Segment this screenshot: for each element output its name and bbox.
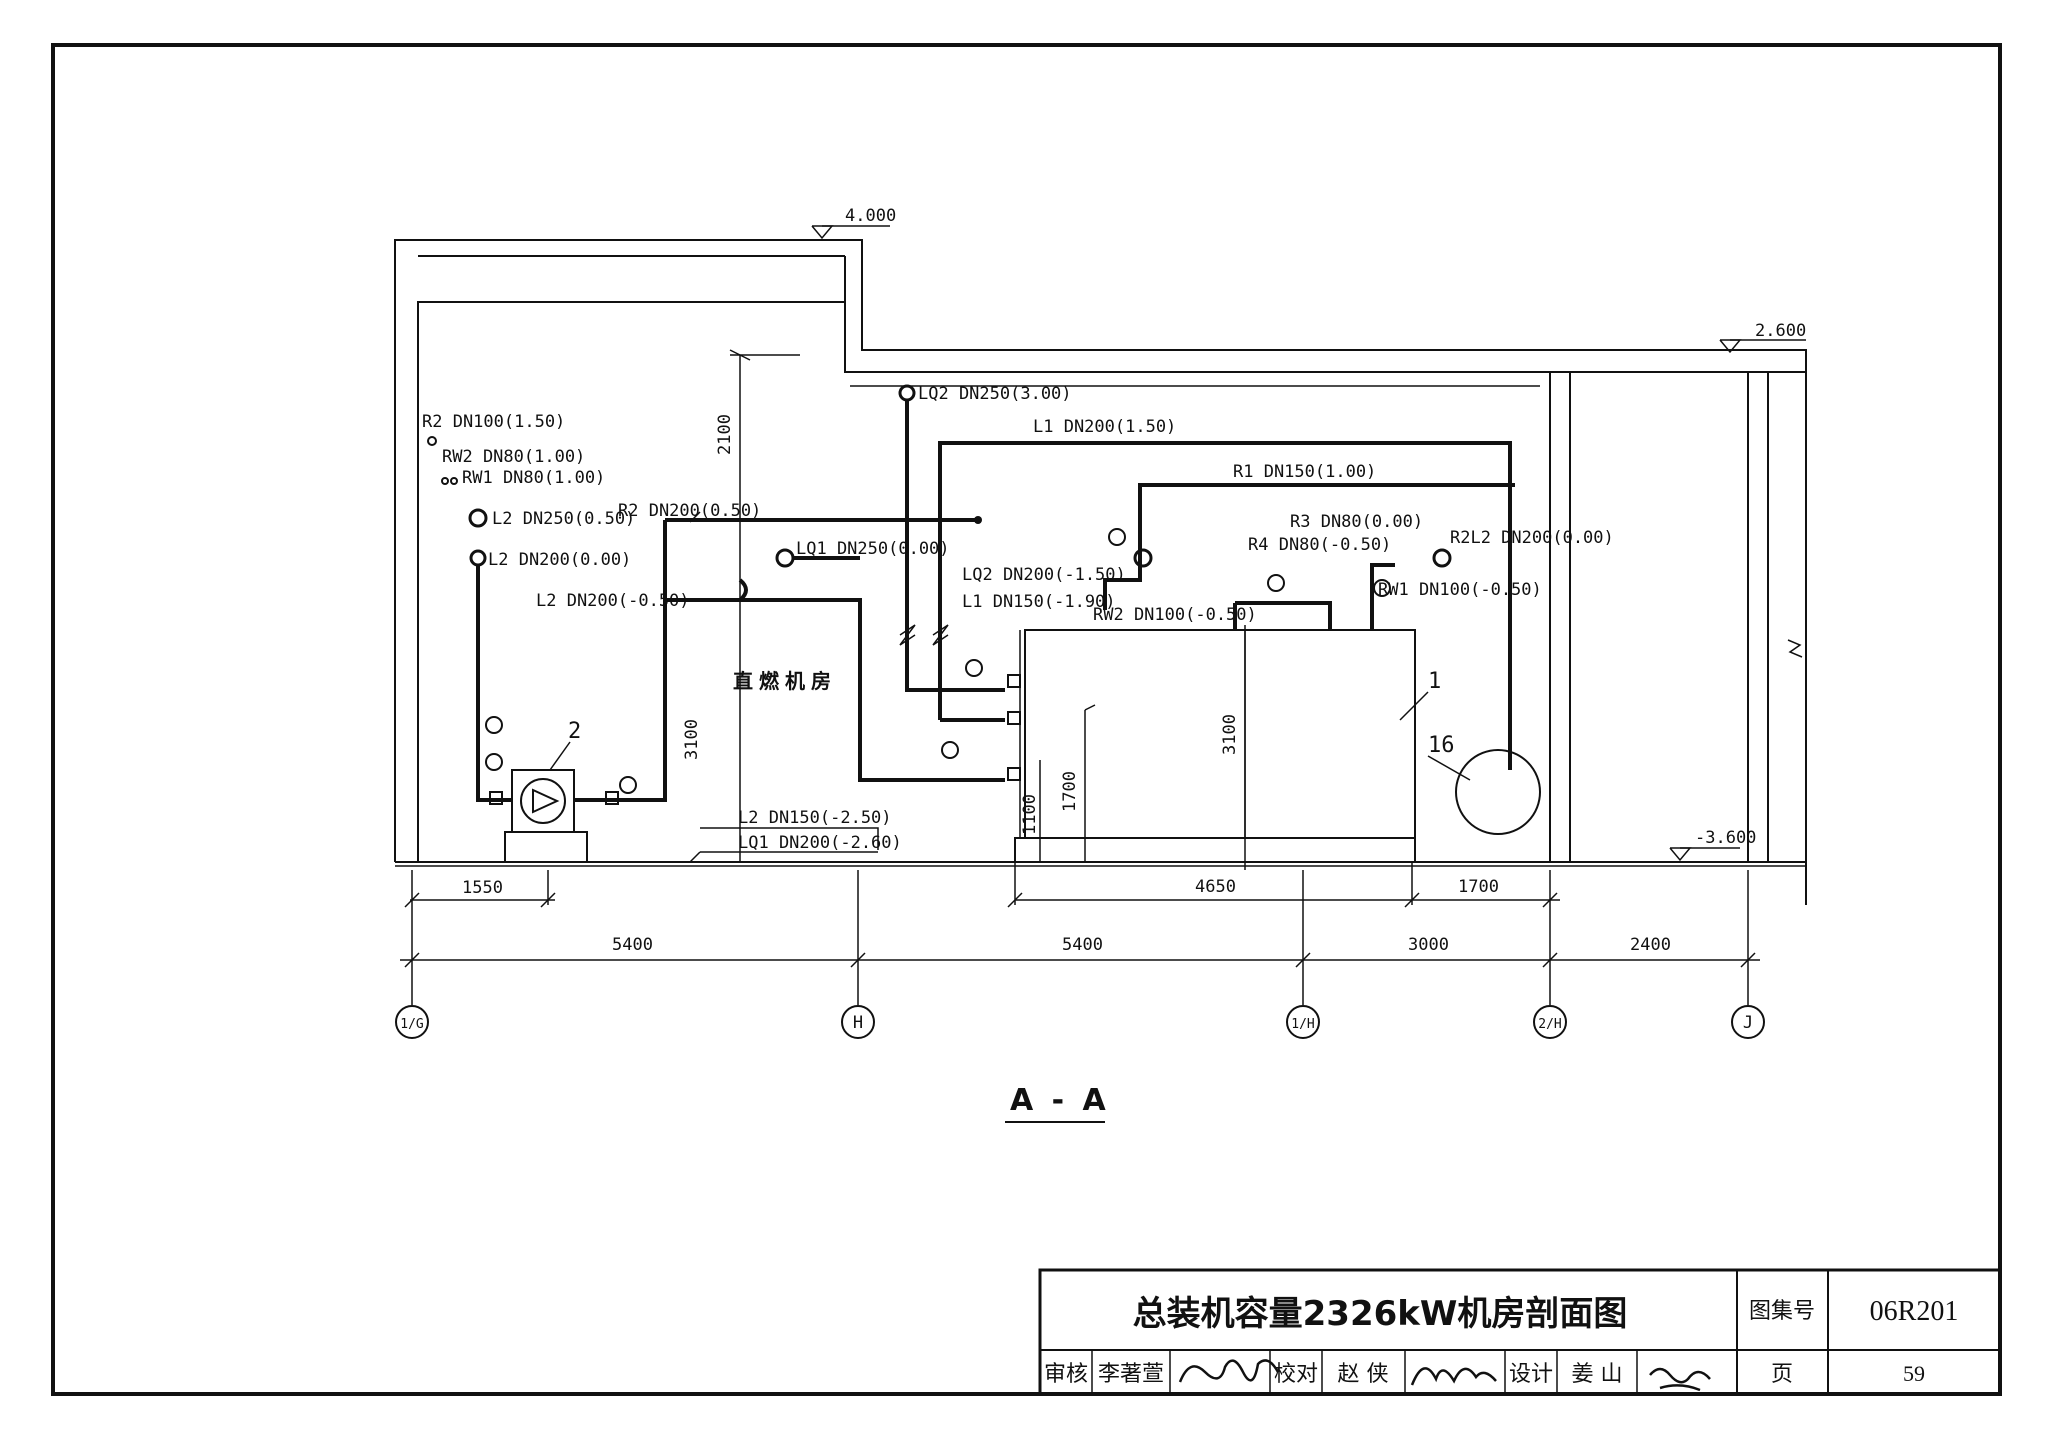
designer-signature	[1649, 1367, 1711, 1392]
title-block	[1038, 1268, 2002, 1396]
label-r2-dn200: R2 DN200(0.50)	[618, 501, 761, 521]
label-rw1-dn80: RW1 DN80(1.00)	[462, 468, 605, 488]
dim-3100-left: 3100	[682, 719, 702, 760]
pipework	[427, 384, 1515, 853]
checker-label: 校对	[1274, 1362, 1318, 1387]
label-r4-dn80: R4 DN80(-0.50)	[1248, 535, 1391, 555]
label-r1-dn150: R1 DN150(1.00)	[1233, 462, 1376, 482]
page-label: 页	[1771, 1362, 1793, 1387]
atlas-number: 06R201	[1870, 1296, 1959, 1327]
label-rw2-dn100: RW2 DN100(-0.50)	[1093, 605, 1257, 625]
label-r3-dn80: R3 DN80(0.00)	[1290, 512, 1423, 532]
elevation-4000: 4.000	[845, 206, 896, 226]
grid-axes	[395, 1005, 1765, 1039]
dim-1700-horizontal: 1700	[1458, 877, 1499, 897]
axis-2h: 2/H	[1538, 1017, 1561, 1032]
dim-5400-a: 5400	[612, 935, 653, 955]
building-outline	[394, 239, 1807, 905]
label-r2l2-dn200: R2L2 DN200(0.00)	[1450, 528, 1614, 548]
label-rw1-dn100: RW1 DN100(-0.50)	[1378, 580, 1542, 600]
label-l2-dn200-000: L2 DN200(0.00)	[488, 550, 631, 570]
atlas-label: 图集号	[1749, 1299, 1815, 1324]
label-rw2-dn80: RW2 DN80(1.00)	[442, 447, 585, 467]
label-l2-dn150: L2 DN150(-2.50)	[738, 808, 892, 828]
checker-name: 赵 侠	[1338, 1362, 1389, 1387]
section-title: A - A	[1010, 1083, 1110, 1118]
axis-j: J	[1743, 1013, 1753, 1033]
axis-1h: 1/H	[1291, 1017, 1314, 1032]
room-label: 直燃机房	[733, 669, 837, 693]
chiller-unit	[1014, 629, 1416, 863]
label-lq1-dn200: LQ1 DN200(-2.60)	[738, 833, 902, 853]
dim-1100: 1100	[1020, 794, 1040, 835]
dim-4650: 4650	[1195, 877, 1236, 897]
label-lq2-dn250: LQ2 DN250(3.00)	[918, 384, 1072, 404]
sheet-border	[51, 43, 2002, 1396]
checker-signature	[1410, 1367, 1497, 1386]
equipment-tag-16: 16	[1428, 733, 1455, 758]
pump	[504, 769, 588, 863]
reviewer-label: 审核	[1044, 1362, 1088, 1387]
equipment-tag-1: 1	[1428, 669, 1441, 694]
equipment-tag-2: 2	[568, 719, 581, 744]
axis-1g: 1/G	[400, 1017, 424, 1032]
dim-1550: 1550	[462, 878, 503, 898]
dim-1700-vertical: 1700	[1060, 771, 1080, 812]
elevation-marks: 4.000 2.600 -3.600	[811, 206, 1806, 862]
designer-label: 设计	[1509, 1362, 1553, 1387]
label-l2-dn200-neg050: L2 DN200(-0.50)	[536, 591, 690, 611]
label-l2-dn250: L2 DN250(0.50)	[492, 509, 635, 529]
dim-3100-unit: 3100	[1220, 714, 1240, 755]
internal-dimensions	[689, 349, 1246, 870]
reviewer-name: 李著萱	[1098, 1362, 1164, 1387]
label-lq1-dn250: LQ1 DN250(0.00)	[796, 539, 950, 559]
dim-2100: 2100	[715, 414, 735, 455]
reviewer-signature	[1178, 1359, 1280, 1383]
elevation-neg3600: -3.600	[1695, 828, 1756, 848]
designer-name: 姜 山	[1572, 1362, 1623, 1387]
drawing-title: 总装机容量2326kW机房剖面图	[1133, 1294, 1628, 1334]
label-lq2-dn200: LQ2 DN200(-1.50)	[962, 565, 1126, 585]
dimension-chains	[400, 862, 1760, 1005]
page-number: 59	[1903, 1361, 1925, 1386]
label-l1-dn150: L1 DN150(-1.90)	[962, 592, 1116, 612]
elevation-2600: 2.600	[1755, 321, 1806, 341]
dim-5400-b: 5400	[1062, 935, 1103, 955]
axis-h: H	[853, 1013, 863, 1033]
label-l1-dn200: L1 DN200(1.50)	[1033, 417, 1176, 437]
dim-2400: 2400	[1630, 935, 1671, 955]
dim-3000: 3000	[1408, 935, 1449, 955]
pipe-labels: R2 DN100(1.50) RW2 DN80(1.00) RW1 DN80(1…	[422, 384, 1614, 853]
label-r2-dn100: R2 DN100(1.50)	[422, 412, 565, 432]
expansion-tank	[1455, 749, 1541, 835]
